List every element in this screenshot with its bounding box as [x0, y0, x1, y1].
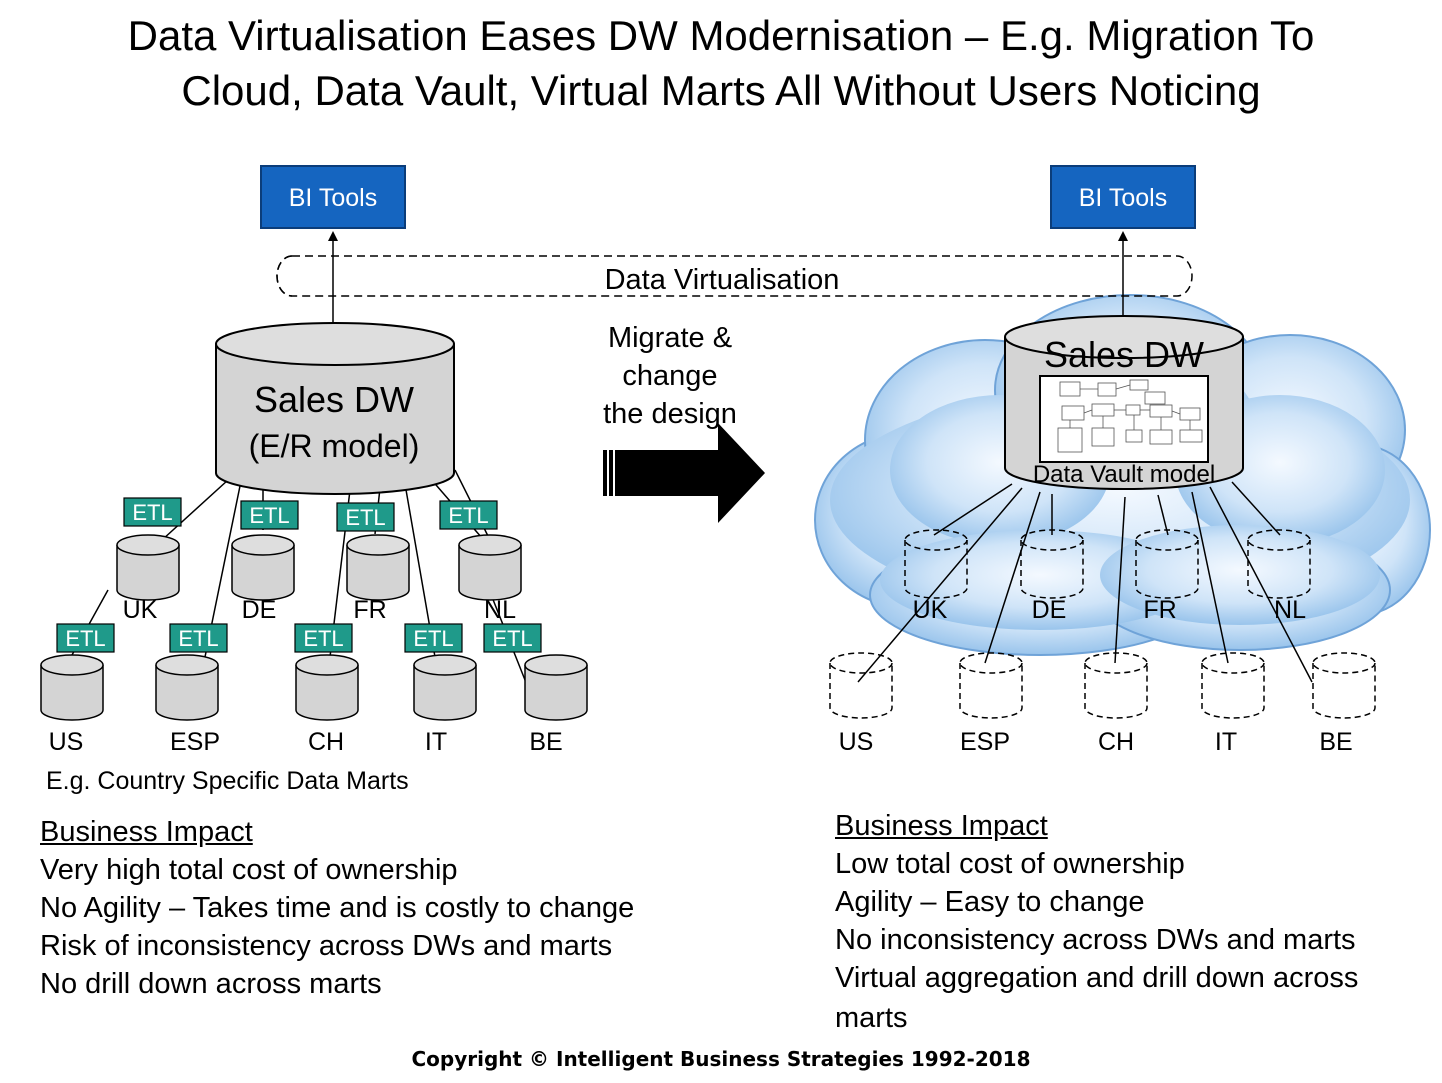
right-country-mart-label: ESP: [960, 728, 1010, 756]
etl-box: ETL: [439, 500, 498, 530]
etl-label: ETL: [249, 503, 289, 528]
etl-box: ETL: [56, 623, 115, 653]
etl-box: ETL: [404, 623, 463, 653]
right-impact-item-5: marts: [835, 1002, 908, 1034]
etl-box: ETL: [336, 502, 395, 532]
right-virtual-mart-cylinders: [829, 529, 1376, 719]
left-dw-subtitle: (E/R model): [249, 428, 420, 464]
left-regional-mart-cylinder: [116, 534, 180, 601]
left-country-mart-cylinder: [524, 654, 588, 721]
right-regional-mart-label: DE: [1032, 596, 1067, 624]
right-regional-mart-label: FR: [1143, 596, 1176, 624]
right-virtual-country-mart-cylinder: [1084, 652, 1148, 719]
etl-label: ETL: [303, 626, 343, 651]
left-regional-mart-label: NL: [484, 596, 516, 624]
right-virtual-country-mart-cylinder: [1201, 652, 1265, 719]
right-country-mart-label: BE: [1319, 728, 1352, 756]
migrate-line-2: change: [622, 360, 717, 392]
etl-box: ETL: [123, 497, 182, 527]
right-country-mart-label: CH: [1098, 728, 1134, 756]
right-virtual-regional-mart-cylinder: [1020, 529, 1084, 599]
left-country-mart-cylinder: [40, 654, 104, 721]
bi-tools-right-label: BI Tools: [1079, 184, 1167, 212]
left-country-mart-label: BE: [529, 728, 562, 756]
right-impact-item-4: Virtual aggregation and drill down acros…: [835, 962, 1359, 994]
etl-label: ETL: [65, 626, 105, 651]
left-dw-title: Sales DW: [254, 379, 414, 420]
left-sales-dw-cylinder: [215, 322, 455, 495]
right-impact-item-3: No inconsistency across DWs and marts: [835, 924, 1356, 956]
etl-label: ETL: [492, 626, 532, 651]
left-etl-boxes: ETL ETL ETL ETL ETL ETL ETL ETL ETL: [56, 497, 542, 653]
data-virtualisation-label: Data Virtualisation: [605, 264, 840, 296]
etl-label: ETL: [413, 626, 453, 651]
left-country-mart-cylinder: [413, 654, 477, 721]
title-line-2: Cloud, Data Vault, Virtual Marts All Wit…: [181, 67, 1261, 114]
right-country-mart-label: IT: [1215, 728, 1237, 756]
data-vault-model-image: [1039, 375, 1209, 463]
right-impact-item-2: Agility – Easy to change: [835, 886, 1145, 918]
data-virtualisation-layer: [276, 255, 1193, 297]
right-virtual-country-mart-cylinder: [1312, 652, 1376, 719]
left-regional-mart-label: DE: [242, 596, 277, 624]
left-mart-cylinders: [40, 534, 588, 721]
migrate-line-3: the design: [603, 398, 737, 430]
right-virtual-regional-mart-cylinder: [904, 529, 968, 599]
right-mart-labels: UK DE FR NL US ESP CH IT BE: [839, 596, 1353, 756]
etl-label: ETL: [132, 500, 172, 525]
right-dw-title: Sales DW: [1044, 334, 1204, 375]
left-regional-mart-cylinder: [458, 534, 522, 601]
data-vault-model-label: Data Vault model: [1033, 461, 1215, 488]
left-regional-mart-label: UK: [123, 596, 158, 624]
migrate-arrow: [603, 423, 765, 523]
bi-tools-left-label: BI Tools: [289, 184, 377, 212]
right-virtual-country-mart-cylinder: [959, 652, 1023, 719]
right-impact-item-1: Low total cost of ownership: [835, 848, 1185, 880]
etl-box: ETL: [169, 623, 228, 653]
etl-box: ETL: [240, 500, 299, 530]
left-regional-mart-cylinder: [346, 534, 410, 601]
left-marts-caption: E.g. Country Specific Data Marts: [46, 767, 409, 795]
left-country-mart-label: IT: [425, 728, 447, 756]
left-country-mart-label: US: [49, 728, 84, 756]
etl-box: ETL: [294, 623, 353, 653]
left-country-mart-label: ESP: [170, 728, 220, 756]
right-country-mart-label: US: [839, 728, 874, 756]
right-regional-mart-label: NL: [1274, 596, 1306, 624]
etl-label: ETL: [345, 505, 385, 530]
migrate-line-1: Migrate &: [608, 322, 732, 354]
right-connector-lines: [857, 481, 1313, 683]
etl-label: ETL: [448, 503, 488, 528]
title-line-1: Data Virtualisation Eases DW Modernisati…: [127, 12, 1315, 59]
left-country-mart-label: CH: [308, 728, 344, 756]
right-virtual-regional-mart-cylinder: [1247, 529, 1311, 599]
bi-tools-box-right: BI Tools: [1050, 165, 1196, 229]
left-impact-item-2: No Agility – Takes time and is costly to…: [40, 892, 635, 924]
left-regional-mart-label: FR: [353, 596, 386, 624]
left-mart-labels: UK DE FR NL US ESP CH IT BE: [49, 596, 563, 756]
etl-label: ETL: [178, 626, 218, 651]
right-impact-heading: Business Impact: [835, 810, 1048, 842]
right-regional-mart-label: UK: [913, 596, 948, 624]
bi-tools-box-left: BI Tools: [260, 165, 406, 229]
etl-box: ETL: [483, 623, 542, 653]
copyright-notice: Copyright © Intelligent Business Strateg…: [411, 1047, 1031, 1071]
left-impact-item-4: No drill down across marts: [40, 968, 382, 1000]
left-country-mart-cylinder: [155, 654, 219, 721]
right-virtual-regional-mart-cylinder: [1135, 529, 1199, 599]
left-impact-heading: Business Impact: [40, 816, 253, 848]
left-regional-mart-cylinder: [231, 534, 295, 601]
left-impact-item-1: Very high total cost of ownership: [40, 854, 458, 886]
right-virtual-country-mart-cylinder: [829, 652, 893, 719]
left-impact-item-3: Risk of inconsistency across DWs and mar…: [40, 930, 613, 962]
left-country-mart-cylinder: [295, 654, 359, 721]
